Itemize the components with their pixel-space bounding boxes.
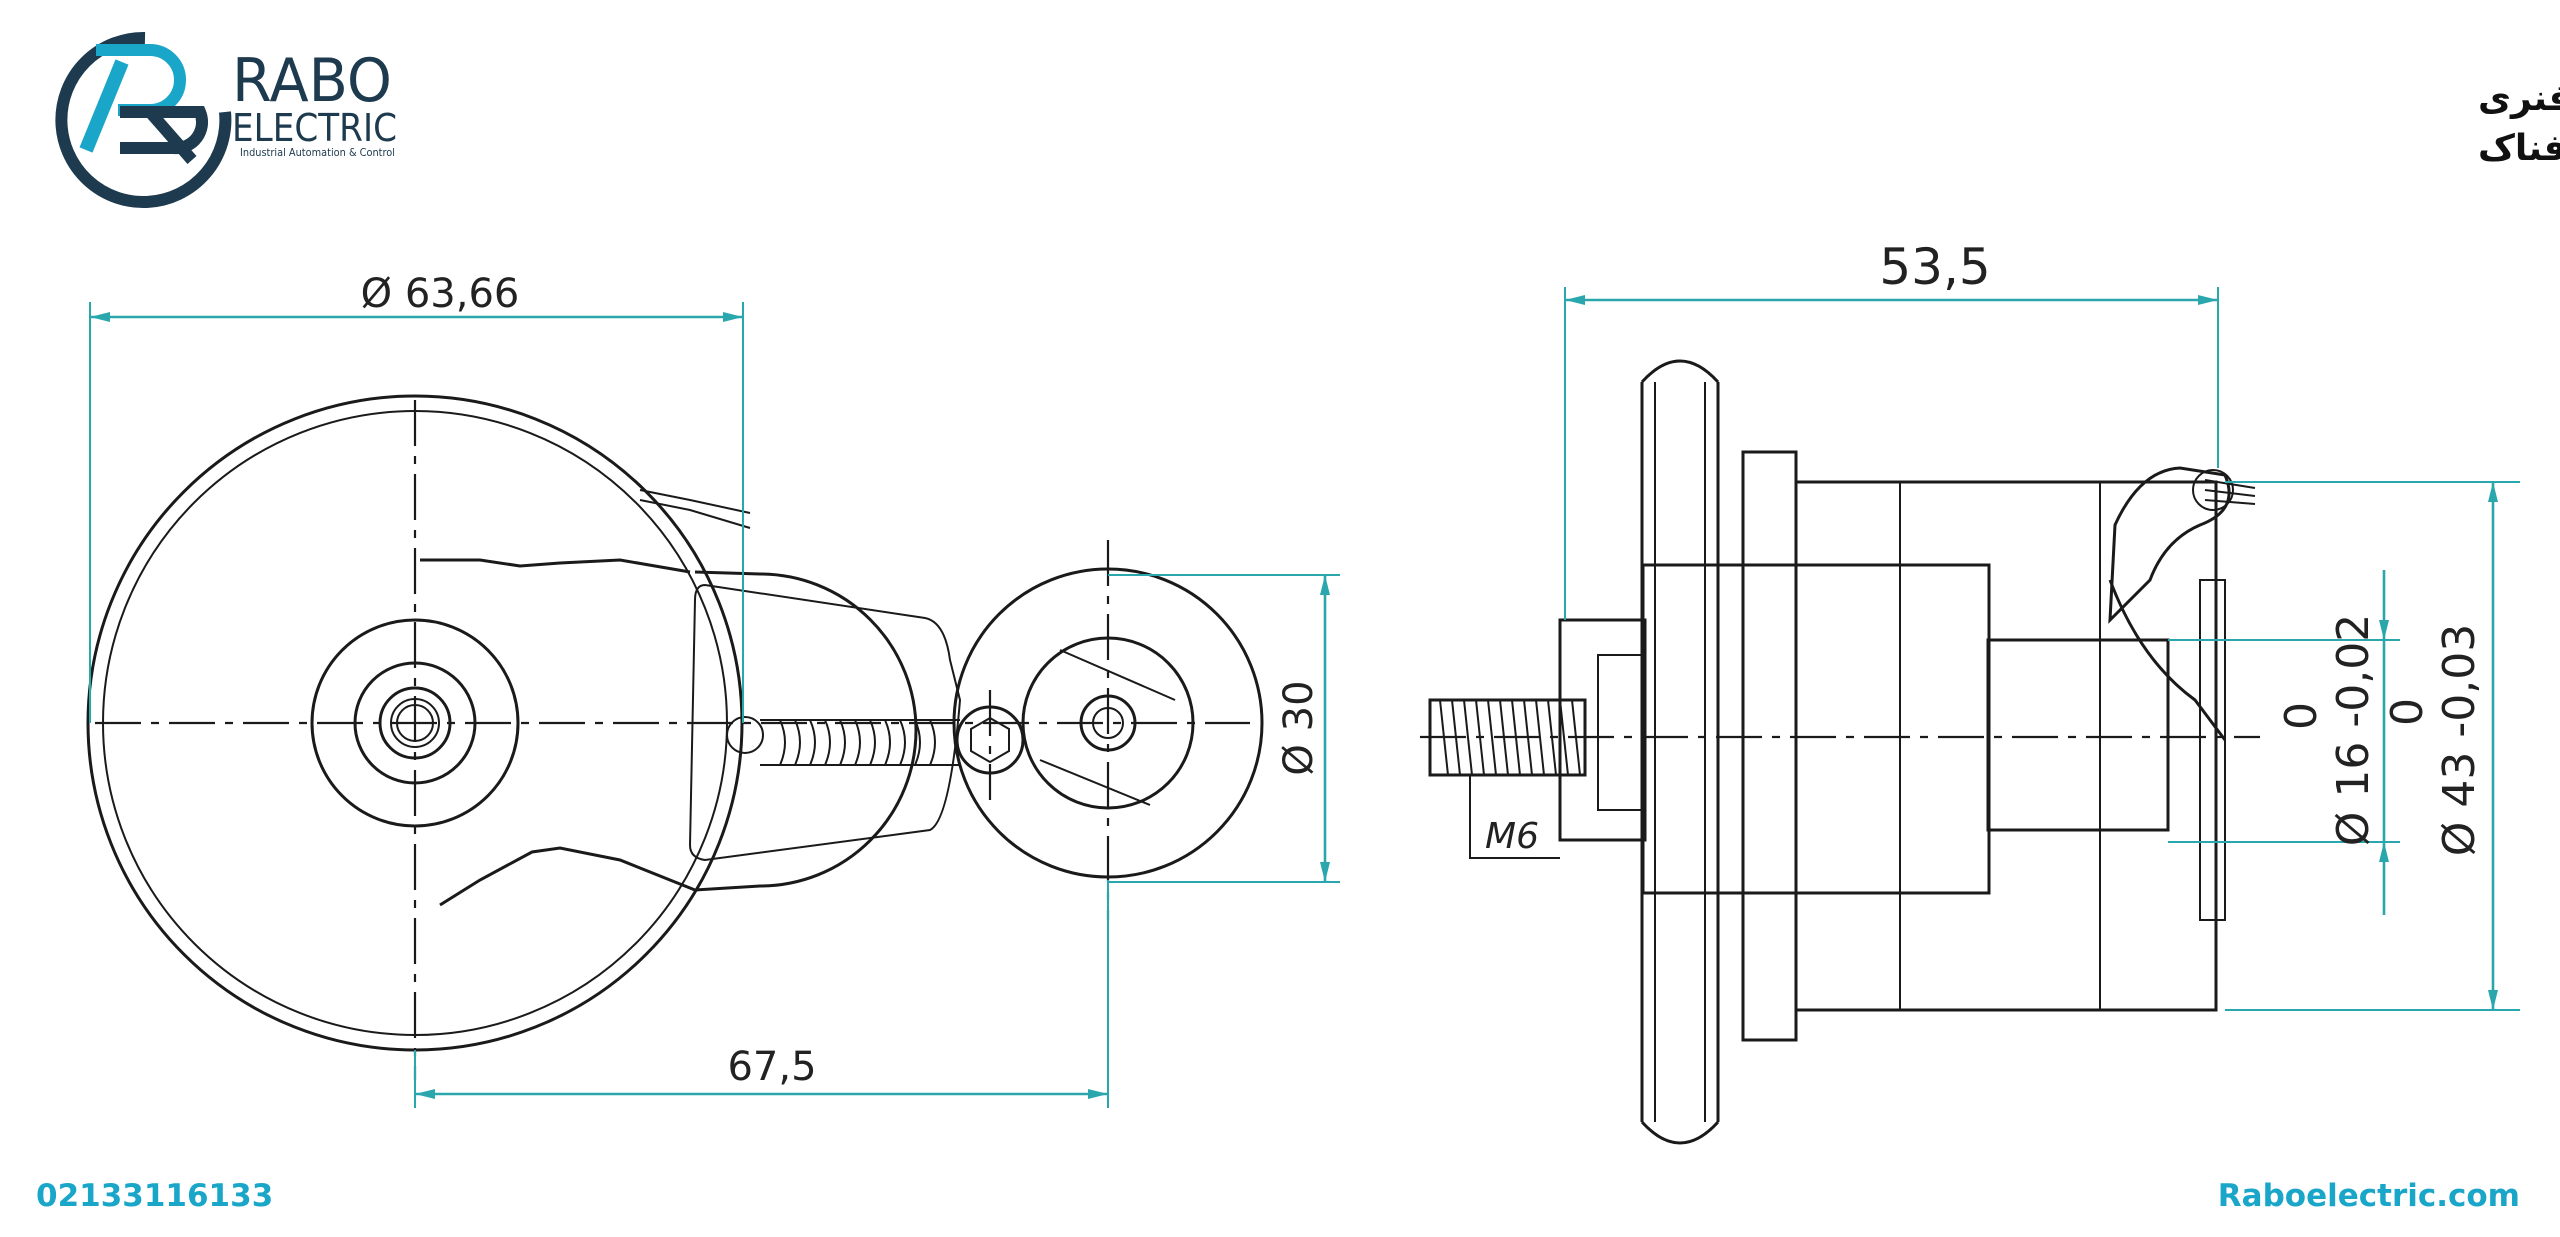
- encoder-flat: [1039, 649, 1176, 806]
- dim-shaft-diameter: Ø 16 -0,02: [2328, 614, 2379, 846]
- footer-website[interactable]: Raboelectric.com: [2218, 1178, 2520, 1214]
- flange: [1741, 450, 1798, 1042]
- arm-slot: [688, 584, 962, 862]
- brand-name-line2: ELECTRIC: [232, 106, 397, 150]
- dim-body-tol-upper: 0: [2382, 698, 2433, 726]
- thread-leader: [1469, 775, 1560, 859]
- dim-encoder-wheel: Ø 30: [1276, 680, 1322, 775]
- side-view: M6: [1420, 359, 2260, 1145]
- brand-name-line1: RABO: [232, 46, 392, 116]
- brand-logo: RABO ELECTRIC Industrial Automation & Co…: [55, 31, 397, 208]
- housing: [1794, 480, 2218, 1012]
- front-dimensions: Ø 63,66 67,5 Ø 30: [89, 271, 1340, 1108]
- dim-center-distance: 67,5: [727, 1044, 816, 1090]
- dim-overall-length: 53,5: [1879, 238, 1990, 296]
- dim-outer-diameter: Ø 63,66: [361, 271, 520, 317]
- tension-spring: [726, 716, 960, 766]
- title-line1: ابعاد انکودر متراژ مجهز به بازوی فنری: [2478, 78, 2560, 119]
- wheel-rim: [1640, 359, 1720, 1145]
- logo-mark-icon: [55, 31, 232, 208]
- pivot-bolt-hex: [970, 716, 1010, 764]
- dim-body-diameter: Ø 43 -0,03: [2434, 624, 2485, 856]
- thread-label: M6: [1485, 816, 1539, 857]
- footer-phone: 02133116133: [36, 1178, 273, 1214]
- dim-shaft-tol-upper: 0: [2276, 702, 2327, 730]
- side-dimensions: 53,5 0 Ø 16 -0,02 0 Ø 43 -0,03: [1564, 238, 2520, 1011]
- shaft-collar: [1986, 638, 2170, 832]
- spring-arm: [439, 570, 918, 907]
- cable-end: [2192, 469, 2234, 511]
- cable-sheath: [2108, 579, 2227, 741]
- cable: [639, 489, 751, 529]
- hub-block: [1641, 563, 1991, 895]
- housing-step: [2199, 579, 2226, 921]
- shaft-washer: [1597, 654, 1646, 811]
- brand-tagline: Industrial Automation & Control: [240, 146, 395, 159]
- cable-wires: [2204, 479, 2256, 505]
- front-view: [86, 394, 1264, 1080]
- shaft-nut: [1558, 618, 1647, 842]
- title-line2: سری FNC-CMS فناک: [2478, 128, 2560, 169]
- spring-arm-top: [420, 558, 691, 574]
